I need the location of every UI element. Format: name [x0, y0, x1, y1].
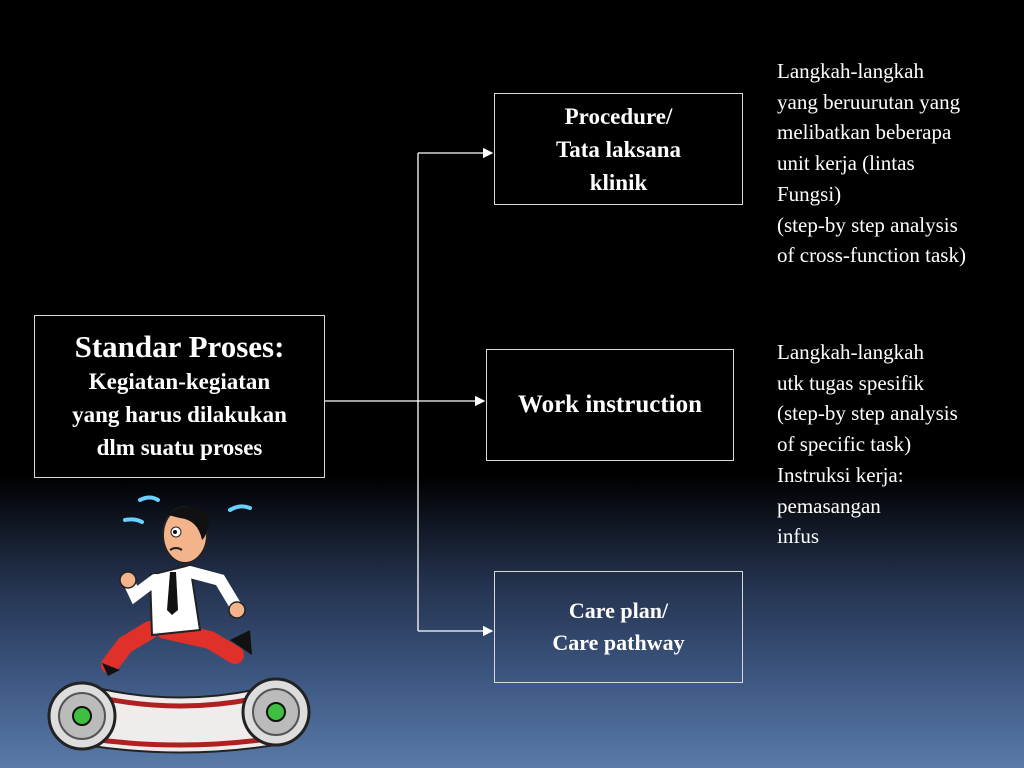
care-plan-line-2: Care pathway: [552, 630, 685, 655]
standar-proses-box: Standar Proses: Kegiatan-kegiatan yang h…: [34, 315, 325, 478]
procedure-line-1: Procedure/: [564, 103, 673, 129]
work-desc-line: utk tugas spesifik: [777, 370, 924, 395]
procedure-desc-line: unit kerja (lintas: [777, 151, 915, 176]
procedure-line-3: klinik: [589, 169, 648, 195]
work-desc-line: infus: [777, 524, 819, 549]
standar-proses-line-2: yang harus dilakukan: [72, 402, 287, 427]
procedure-description: Langkah-langkah yang beruurutan yang mel…: [777, 56, 966, 271]
procedure-desc-line: Langkah-langkah: [777, 59, 924, 83]
running-man-treadmill-illustration: [47, 495, 311, 754]
standar-proses-line-3: dlm suatu proses: [96, 435, 263, 460]
work-instruction-description: Langkah-langkah utk tugas spesifik (step…: [777, 337, 958, 552]
work-desc-line: (step-by step analysis: [777, 401, 958, 426]
care-plan-box: Care plan/ Care pathway: [494, 571, 743, 683]
procedure-desc-line: melibatkan beberapa: [777, 120, 952, 145]
procedure-desc-line: Fungsi): [777, 181, 842, 206]
work-instruction-box: Work instruction: [486, 349, 734, 461]
work-desc-line: of specific task): [777, 432, 912, 457]
procedure-line-2: Tata laksana: [555, 136, 682, 162]
care-plan-line-1: Care plan/: [568, 598, 669, 623]
work-desc-line: Langkah-langkah: [777, 340, 924, 364]
standar-proses-title: Standar Proses:: [74, 329, 285, 364]
procedure-desc-line: of cross-function task): [777, 243, 966, 268]
procedure-desc-line: (step-by step analysis: [777, 212, 958, 237]
work-instruction-label: Work instruction: [517, 391, 703, 418]
procedure-desc-line: yang beruurutan yang: [777, 89, 961, 114]
work-desc-line: Instruksi kerja:: [777, 462, 904, 487]
standar-proses-line-1: Kegiatan-kegiatan: [88, 369, 271, 394]
work-desc-line: pemasangan: [777, 493, 881, 518]
procedure-box: Procedure/ Tata laksana klinik: [494, 93, 743, 205]
